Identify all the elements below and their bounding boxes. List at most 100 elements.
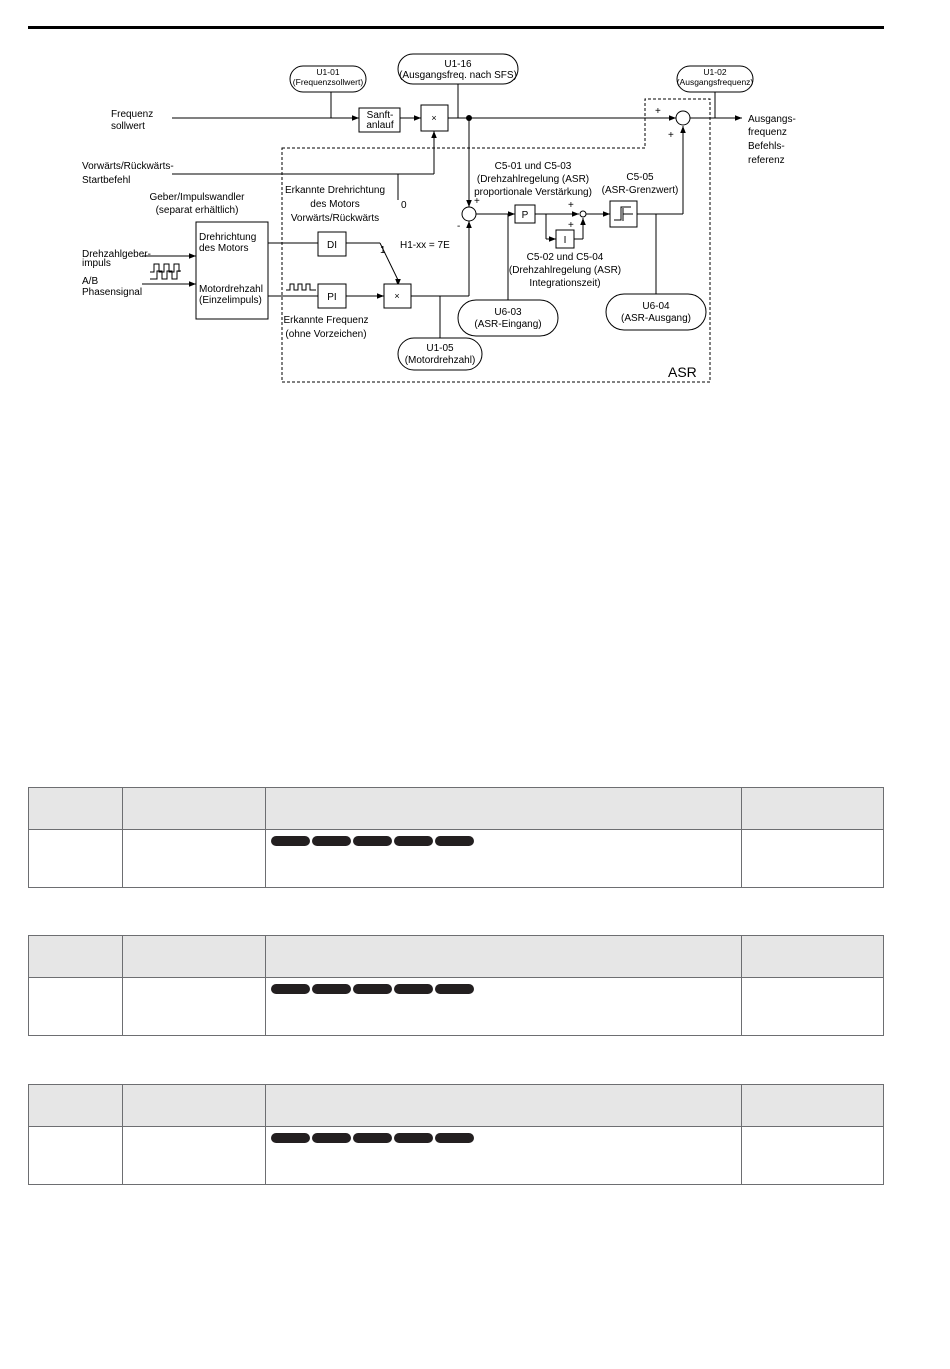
di-block bbox=[317, 231, 347, 257]
parameter-table-1 bbox=[28, 787, 884, 888]
table-header-row bbox=[28, 787, 884, 830]
svg-text:Vorwärts/Rückwärts: Vorwärts/Rückwärts bbox=[291, 213, 379, 224]
svg-text:I: I bbox=[564, 235, 567, 246]
svg-text:(ohne Vorzeichen): (ohne Vorzeichen) bbox=[285, 329, 366, 340]
control-mode-badge bbox=[270, 836, 310, 846]
direction-switch bbox=[379, 242, 399, 281]
switch-1-label: 1 bbox=[380, 245, 386, 256]
table-cell bbox=[741, 1126, 884, 1185]
header-cell bbox=[741, 787, 884, 830]
control-mode-badge bbox=[434, 1133, 474, 1143]
svg-text:(Drehzahlregelung (ASR): (Drehzahlregelung (ASR) bbox=[477, 174, 589, 185]
table-header-row bbox=[28, 1084, 884, 1127]
table-header-row bbox=[28, 935, 884, 978]
h1-label: H1-xx = 7E bbox=[400, 240, 450, 251]
svg-text:×: × bbox=[431, 113, 436, 123]
svg-text:-: - bbox=[457, 221, 460, 232]
table-row bbox=[28, 829, 884, 888]
parameter-table-3 bbox=[28, 1084, 884, 1185]
c5-02-label: C5-02 und C5-04 bbox=[527, 252, 604, 263]
table-cell bbox=[741, 829, 884, 888]
parameter-table-2 bbox=[28, 935, 884, 1036]
svg-text:+: + bbox=[568, 220, 574, 231]
bubble-u1-01: U1-01 (Frequenzsollwert) bbox=[289, 65, 367, 93]
svg-text:(Ausgangsfrequenz): (Ausgangsfrequenz) bbox=[677, 77, 754, 87]
svg-text:des Motors: des Motors bbox=[310, 199, 359, 210]
table-cell bbox=[28, 829, 123, 888]
table-row bbox=[28, 1126, 884, 1185]
svg-text:+: + bbox=[668, 130, 674, 141]
bubble-u1-16: U1-16 (Ausgangsfreq. nach SFS) bbox=[397, 53, 519, 85]
svg-text:frequenz: frequenz bbox=[748, 127, 787, 138]
table-cell bbox=[264, 1126, 743, 1185]
bubble-u1-02: U1-02 (Ausgangsfrequenz) bbox=[676, 65, 754, 93]
control-mode-badge bbox=[393, 836, 433, 846]
control-mode-badge bbox=[434, 836, 474, 846]
control-mode-badge bbox=[311, 836, 351, 846]
svg-text:(ASR-Eingang): (ASR-Eingang) bbox=[474, 319, 541, 330]
header-cell bbox=[264, 1084, 743, 1127]
control-mode-badge bbox=[434, 984, 474, 994]
control-mode-badge bbox=[352, 1133, 392, 1143]
output-summing-junction bbox=[675, 110, 691, 126]
svg-text:(ASR-Ausgang): (ASR-Ausgang) bbox=[621, 313, 691, 324]
detected-frequency-label: Erkannte Frequenz bbox=[283, 315, 368, 326]
switch-0-label: 0 bbox=[401, 200, 407, 211]
control-mode-badges bbox=[266, 1127, 742, 1143]
control-mode-badge bbox=[311, 984, 351, 994]
freq-ref-label: Frequenz bbox=[111, 109, 153, 120]
table-cell bbox=[741, 977, 884, 1036]
svg-text:proportionale Verstärkung): proportionale Verstärkung) bbox=[474, 187, 592, 198]
header-cell bbox=[741, 1084, 884, 1127]
output-label: Ausgangs- bbox=[748, 114, 796, 125]
svg-text:U6-04: U6-04 bbox=[642, 301, 670, 312]
svg-text:referenz: referenz bbox=[748, 155, 785, 166]
table-cell bbox=[28, 977, 123, 1036]
top-rule bbox=[28, 26, 884, 29]
svg-text:PI: PI bbox=[327, 292, 336, 303]
svg-text:U1-01: U1-01 bbox=[316, 67, 339, 77]
table-cell bbox=[121, 977, 266, 1036]
asr-summing-junction bbox=[461, 206, 477, 222]
svg-text:Integrationszeit): Integrationszeit) bbox=[529, 278, 600, 289]
svg-text:(Einzelimpuls): (Einzelimpuls) bbox=[199, 295, 262, 306]
fwd-rev-label: Vorwärts/Rückwärts- bbox=[82, 161, 174, 172]
svg-text:(Ausgangsfreq. nach SFS): (Ausgangsfreq. nach SFS) bbox=[399, 70, 517, 81]
svg-text:Startbefehl: Startbefehl bbox=[82, 175, 130, 186]
multiplier-block-speed bbox=[383, 283, 412, 309]
svg-text:U1-05: U1-05 bbox=[426, 343, 454, 354]
svg-text:U1-02: U1-02 bbox=[703, 67, 726, 77]
svg-text:+: + bbox=[568, 200, 574, 211]
svg-text:×: × bbox=[394, 291, 399, 301]
svg-text:(Drehzahlregelung (ASR): (Drehzahlregelung (ASR) bbox=[509, 265, 621, 276]
pi-summing-junction bbox=[579, 210, 587, 218]
encoder-block bbox=[195, 221, 269, 320]
soft-start-block bbox=[358, 107, 401, 133]
svg-text:(ASR-Grenzwert): (ASR-Grenzwert) bbox=[602, 185, 679, 196]
svg-text:U6-03: U6-03 bbox=[494, 307, 522, 318]
svg-text:U1-16: U1-16 bbox=[444, 59, 472, 70]
limiter-icon bbox=[614, 206, 633, 221]
table-cell bbox=[121, 829, 266, 888]
svg-text:Befehls-: Befehls- bbox=[748, 141, 785, 152]
svg-text:P: P bbox=[522, 210, 529, 221]
svg-text:des Motors: des Motors bbox=[199, 243, 248, 254]
svg-text:Sanft-: Sanft- bbox=[367, 110, 394, 121]
header-cell bbox=[264, 787, 743, 830]
control-mode-badge bbox=[352, 984, 392, 994]
bubble-u6-04: U6-04 (ASR-Ausgang) bbox=[605, 293, 707, 331]
table-cell bbox=[28, 1126, 123, 1185]
svg-text:anlauf: anlauf bbox=[366, 120, 393, 131]
detected-direction-label: Erkannte Drehrichtung bbox=[285, 185, 385, 196]
control-mode-badge bbox=[393, 1133, 433, 1143]
ab-phase-label: A/B bbox=[82, 276, 98, 287]
control-mode-badges bbox=[266, 830, 742, 846]
svg-text:Drehrichtung: Drehrichtung bbox=[199, 232, 256, 243]
control-mode-badges bbox=[266, 978, 742, 994]
svg-text:sollwert: sollwert bbox=[111, 121, 145, 132]
control-mode-badge bbox=[352, 836, 392, 846]
c5-01-label: C5-01 und C5-03 bbox=[495, 161, 572, 172]
asr-block-diagram: ASR U1-01 (Frequenzsollwert) U1-16 (Ausg… bbox=[82, 53, 796, 383]
table-row bbox=[28, 977, 884, 1036]
bubble-u6-03: U6-03 (ASR-Eingang) bbox=[457, 299, 559, 337]
